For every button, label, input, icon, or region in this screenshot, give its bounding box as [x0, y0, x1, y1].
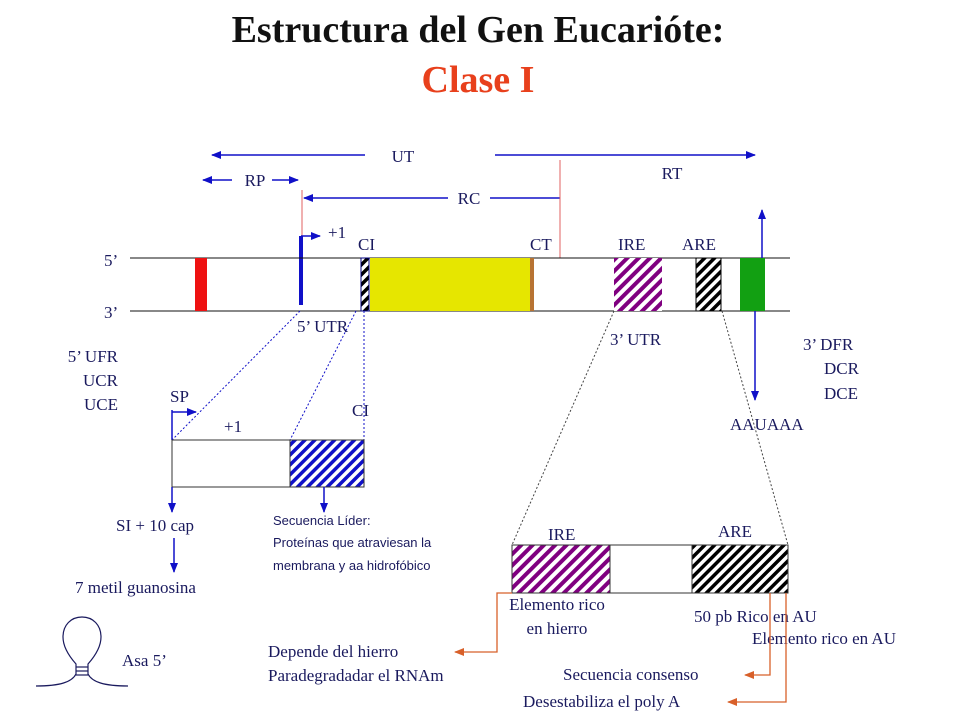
leader-text-1: Secuencia Líder: — [273, 513, 371, 528]
utr5-label: 5’ UTR — [297, 317, 349, 336]
ct-label: CT — [530, 235, 552, 254]
rc-label: RC — [458, 189, 481, 208]
promoter-red-block — [195, 258, 207, 311]
ire-top-label: IRE — [618, 235, 645, 254]
metil-label: 7 metil guanosina — [75, 578, 196, 597]
asa-label: Asa 5’ — [122, 651, 167, 670]
page-subtitle: Clase I — [422, 59, 535, 101]
ire-hatched-block — [614, 258, 662, 311]
au-rich-label-1: 50 pb Rico en AU — [694, 607, 817, 626]
aauaaa-label: AAUAAA — [730, 415, 804, 434]
plus1-top-label: +1 — [328, 223, 346, 242]
ut-label: UT — [392, 147, 415, 166]
five-prime-label: 5’ — [104, 251, 118, 270]
iron-dependence-label-2: Paradegradadar el RNAm — [268, 666, 444, 685]
leader-hatched-block — [289, 439, 365, 488]
dcr-label: DCR — [824, 359, 860, 378]
are-bottom-label: ARE — [718, 522, 752, 541]
ire-zoom-block — [511, 544, 611, 594]
page-title: Estructura del Gen Eucarióte: — [232, 9, 725, 51]
hairpin-loop-icon — [35, 616, 129, 687]
rt-label: RT — [662, 164, 683, 183]
ci-hatched-block — [360, 257, 370, 312]
zoom-lines-5utr — [171, 310, 365, 441]
ufr-label: 5’ UFR — [68, 347, 119, 366]
dce-label: DCE — [824, 384, 858, 403]
utr5-blank-block — [171, 439, 291, 488]
destabilize-arrow — [727, 593, 787, 706]
three-prime-label: 3’ — [104, 303, 118, 322]
iron-rich-label-1: Elemento rico — [509, 595, 605, 614]
leader-text-2: Proteínas que atraviesan la — [273, 535, 432, 550]
ci-top-label: CI — [358, 235, 375, 254]
iron-dependence-arrow — [454, 592, 512, 656]
uce-label: UCE — [84, 395, 118, 414]
au-rich-label-2: Elemento rico en AU — [752, 629, 896, 648]
are-hatched-block — [695, 257, 722, 312]
destabilize-label: Desestabiliza el poly A — [523, 692, 681, 711]
si-cap-label: SI + 10 cap — [116, 516, 194, 535]
rp-label: RP — [245, 171, 266, 190]
leader-text-3: membrana y aa hidrofóbico — [273, 558, 431, 573]
iron-rich-label-2: en hierro — [527, 619, 588, 638]
zoom-lines-3utr — [511, 310, 789, 546]
iron-dependence-label-1: Depende del hierro — [268, 642, 398, 661]
utr3-label: 3’ UTR — [610, 330, 662, 349]
coding-region-block — [370, 258, 530, 311]
spacer-zoom-block — [609, 544, 693, 594]
plus1-bottom-label: +1 — [224, 417, 242, 436]
are-zoom-block — [691, 544, 789, 594]
ci-bottom-label: CI — [352, 401, 369, 420]
dfr-label: 3’ DFR — [803, 335, 854, 354]
sp-label: SP — [170, 387, 189, 406]
ct-marker-block — [530, 258, 534, 311]
ucr-label: UCR — [83, 371, 119, 390]
polya-green-block — [740, 258, 765, 311]
consensus-label: Secuencia consenso — [563, 665, 698, 684]
tss-plus1-arrow — [299, 232, 321, 305]
consensus-arrow — [744, 593, 771, 679]
are-top-label: ARE — [682, 235, 716, 254]
ire-bottom-label: IRE — [548, 525, 575, 544]
